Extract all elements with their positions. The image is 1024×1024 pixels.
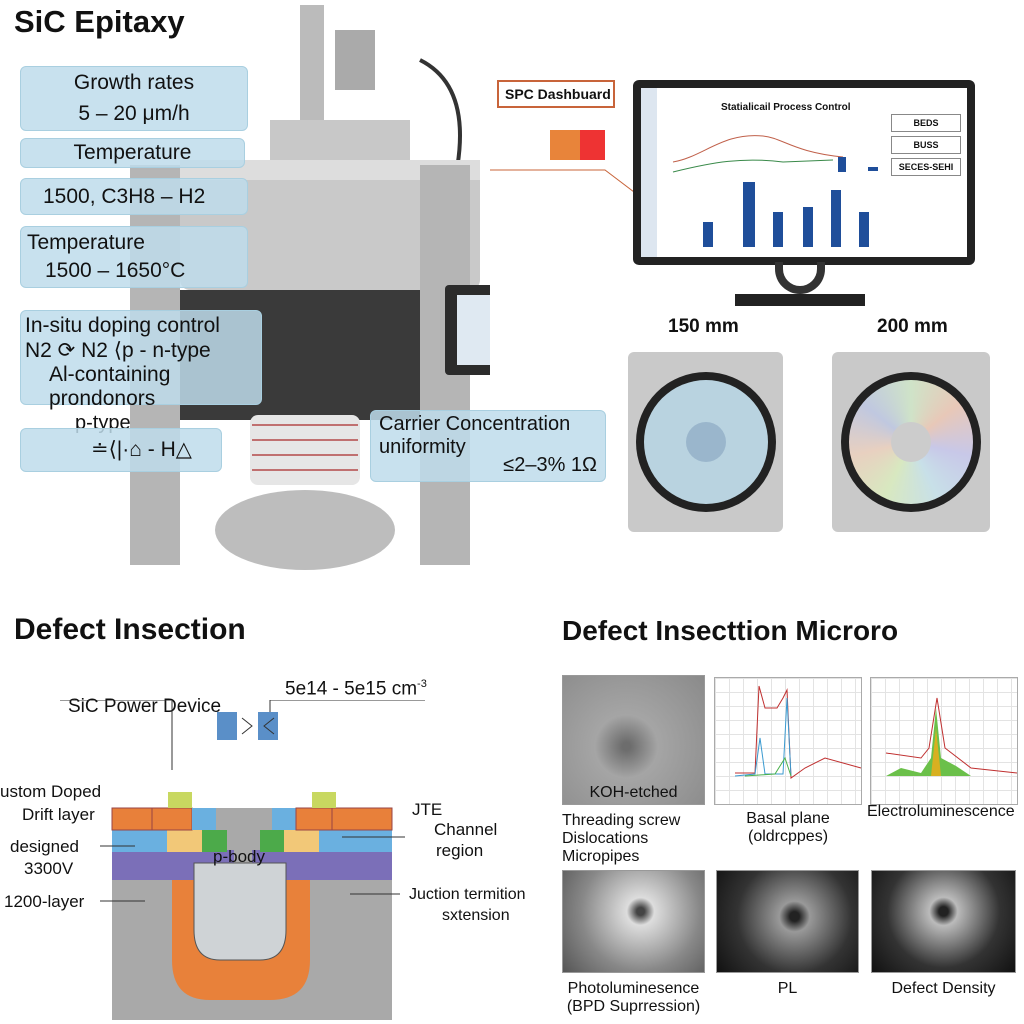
p-type-formula: ≐⟨|·⌂ - H△ xyxy=(20,428,222,472)
carrier-subtitle: uniformity xyxy=(379,436,466,458)
spc-monitor: Statialicail Process Control BEDS BUSS S… xyxy=(633,80,975,265)
spc-panel: BUSS xyxy=(891,136,961,154)
pl-image xyxy=(716,870,859,973)
layer-label: 1200-layer xyxy=(4,892,85,911)
defect-density-label: Defect Density xyxy=(891,980,996,997)
threading-label: Threading screw xyxy=(562,812,681,829)
doping-line: Al-containing prondonors xyxy=(49,363,171,410)
pl-label: PL xyxy=(777,980,798,997)
micropipes-label: Micropipes xyxy=(562,848,640,865)
basal-plane-spectrum xyxy=(714,677,862,805)
doping-range-text: 5e14 - 5e15 cm xyxy=(285,678,418,700)
wafer-size-150: 150 mm xyxy=(668,316,739,337)
designed-label: designed xyxy=(10,837,80,856)
connector-line xyxy=(490,130,639,196)
doping-title: In-situ doping control xyxy=(25,314,220,337)
section-title-defect-inspection: Defect Insection xyxy=(14,613,246,646)
temperature-range-label: Temperature 1500 – 1650°C xyxy=(20,226,248,288)
jte-long-label-2: sxtension xyxy=(442,907,510,924)
channel-label: Channel xyxy=(434,820,498,839)
growth-rate-title: Growth rates xyxy=(73,71,195,94)
page-title: SiC Epitaxy xyxy=(14,4,185,39)
electroluminescence-spectrum xyxy=(870,677,1018,805)
p-body-label: p-body xyxy=(213,847,265,866)
doping-exponent: -3 xyxy=(417,678,427,690)
photoluminescence-image xyxy=(562,870,705,973)
wafer-size-200: 200 mm xyxy=(877,316,948,337)
temperature-range-title: Temperature xyxy=(27,231,145,254)
spc-dashboard-label: SPC Dashbuard xyxy=(497,80,615,108)
custom-doped-label: ustom Doped xyxy=(0,782,102,801)
photoluminescence-label: Photoluminesence xyxy=(567,980,700,997)
bpd-suppression-label: (BPD Suprression) xyxy=(566,998,701,1015)
doping-line: N2 ⟳ N2 ⟨p - n-type xyxy=(25,339,211,362)
monitor-base xyxy=(735,294,865,306)
region-label: region xyxy=(436,841,484,860)
spc-charts xyxy=(672,135,878,247)
temperature-range-value: 1500 – 1650°C xyxy=(45,259,186,282)
dislocations-label: Dislocations xyxy=(562,830,649,847)
koh-label: KOH-etched xyxy=(589,784,678,801)
voltage-label: 3300V xyxy=(24,859,74,878)
monitor-stand xyxy=(775,262,825,294)
section-title-microscopy: Defect Insecttion Microro xyxy=(562,615,899,646)
temperature-label: Temperature xyxy=(20,138,245,168)
koh-etched-micrograph: KOH-etched xyxy=(562,675,705,805)
spc-panel: SECES-SEHI xyxy=(891,158,961,176)
growth-rate-label: Growth rates 5 – 20 μm/h xyxy=(20,66,248,131)
doping-control-label: In-situ doping control N2 ⟳ N2 ⟨p - n-ty… xyxy=(20,310,262,410)
spc-screen: Statialicail Process Control BEDS BUSS S… xyxy=(641,88,967,257)
jte-long-label: Juction termition xyxy=(409,886,526,903)
growth-rate-value: 5 – 20 μm/h xyxy=(78,102,190,125)
carrier-value: ≤2–3% 1Ω xyxy=(503,454,597,476)
carrier-uniformity-label: Carrier Concentration uniformity ≤2–3% 1… xyxy=(370,410,606,482)
electroluminescence-label: Electroluminescence xyxy=(867,803,1015,820)
wafer-carrier-150 xyxy=(628,352,783,532)
wafer-carrier-200 xyxy=(832,352,990,532)
basal-plane-sub: (oldrcppes) xyxy=(747,828,829,845)
carrier-title: Carrier Concentration xyxy=(379,413,571,435)
device-title: SiC Power Device xyxy=(68,696,222,717)
drift-layer-label: Drift layer xyxy=(22,805,95,824)
doping-range: 5e14 - 5e15 cm-3 xyxy=(285,678,427,700)
precursor-label: 1500, C3H8 – H2 xyxy=(20,178,248,215)
spc-panel: BEDS xyxy=(891,114,961,132)
spc-screen-title: Statialicail Process Control xyxy=(721,102,851,113)
power-device-cross-section xyxy=(60,700,425,1020)
basal-plane-label: Basal plane xyxy=(746,810,830,827)
defect-density-image xyxy=(871,870,1016,973)
jte-label: JTE xyxy=(412,800,443,819)
